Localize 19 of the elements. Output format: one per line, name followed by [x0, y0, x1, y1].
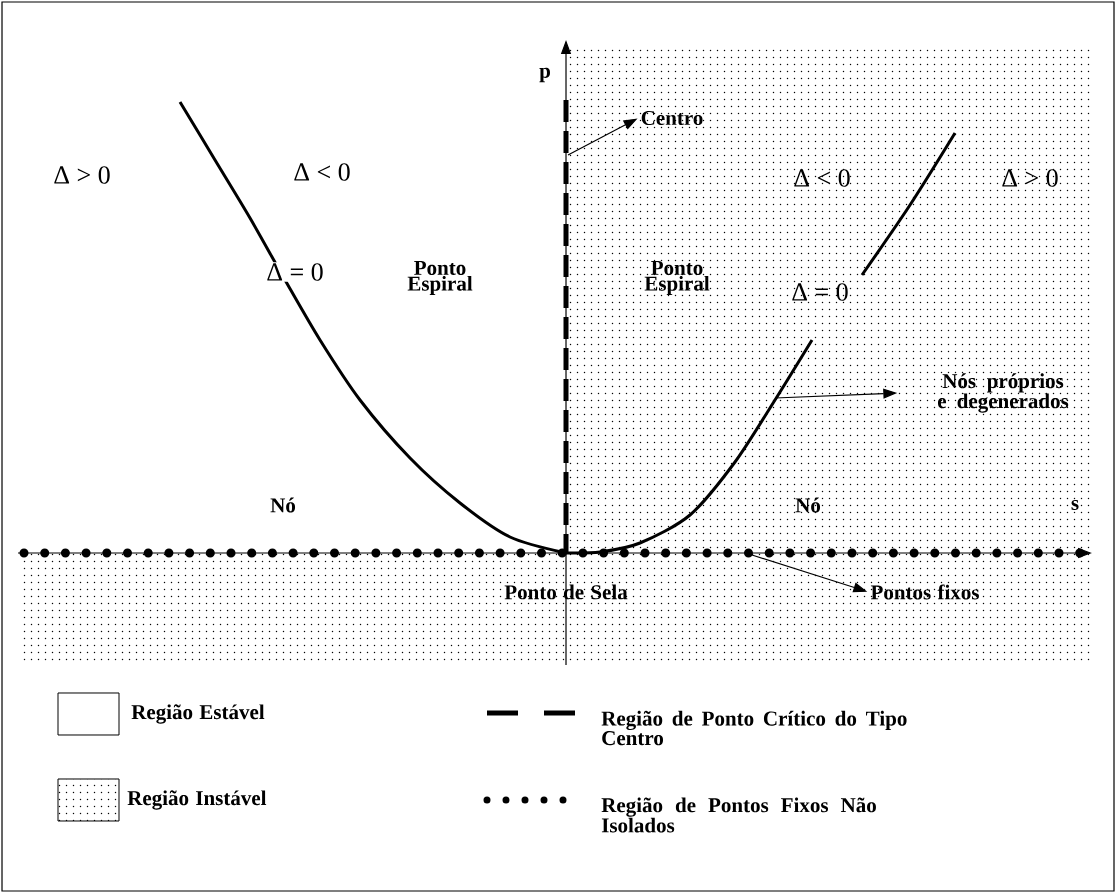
curve-label: Δ = 0: [792, 283, 848, 301]
region-label: Δ > 0: [1002, 169, 1058, 187]
region-label: Nó: [270, 497, 296, 513]
legend-text: Região de Pontos Fixos Não Isolados: [601, 797, 876, 833]
annotation-text: Centro: [641, 110, 703, 126]
region-label: Ponto Espiral: [644, 261, 710, 295]
annotation-text: Pontos fixos: [870, 584, 979, 600]
annotation-text: Nós próprios e degenerados: [938, 373, 1069, 413]
axis-label: s: [1071, 499, 1079, 511]
region-label: Δ < 0: [294, 163, 350, 181]
legend-text: Região Estável: [131, 704, 265, 724]
axis-label: p: [539, 67, 550, 83]
region-label: Ponto Espiral: [407, 261, 473, 295]
region-label: Δ < 0: [794, 169, 850, 187]
legend-text: Região Instável: [127, 790, 267, 810]
region-label: Nó: [795, 497, 821, 513]
curve-label: Δ = 0: [265, 262, 325, 282]
region-label: Δ > 0: [54, 166, 110, 184]
legend-text: Região de Ponto Crítico do Tipo Centro: [601, 710, 907, 746]
